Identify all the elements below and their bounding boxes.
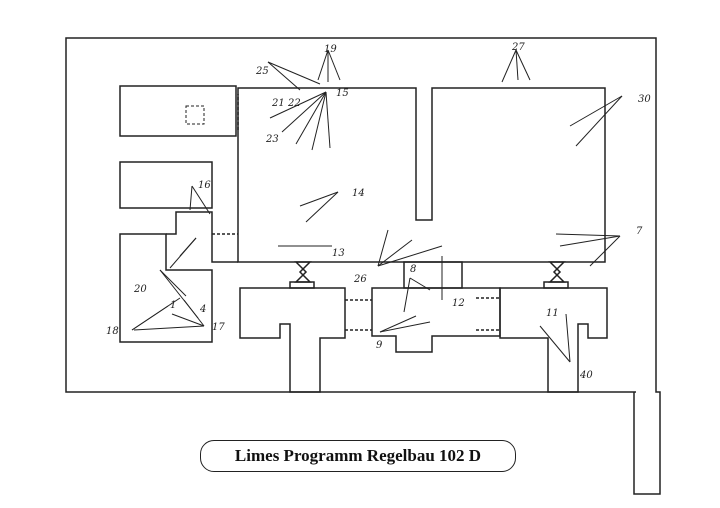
- label-17: 17: [212, 322, 225, 333]
- support-right: [548, 261, 566, 283]
- label-20: 20: [133, 284, 147, 295]
- label-30: 30: [638, 94, 651, 105]
- label-4: 4: [199, 304, 206, 315]
- main-room-wall: [237, 87, 606, 263]
- label-15: 15: [336, 88, 349, 99]
- lower-left-block: [239, 287, 346, 393]
- label-40: 40: [579, 370, 593, 381]
- label-22: 22: [287, 98, 301, 109]
- label-8: 8: [410, 264, 416, 275]
- label-18: 18: [106, 326, 119, 337]
- label-23: 23: [265, 134, 279, 145]
- lower-right-block: [499, 287, 608, 393]
- label-9: 9: [376, 340, 383, 351]
- dashed-box: [185, 105, 205, 125]
- label-7: 7: [636, 226, 643, 237]
- left-top-room: [119, 85, 237, 137]
- label-12: 12: [452, 298, 465, 309]
- label-11: 11: [546, 308, 559, 319]
- label-21: 21: [271, 98, 285, 109]
- label-13: 13: [332, 248, 345, 259]
- center-step: [403, 261, 463, 289]
- left-connector: [166, 211, 238, 263]
- left-middle-room: [119, 161, 213, 209]
- caption-text: Limes Programm Regelbau 102 D: [234, 446, 482, 465]
- label-1: 1: [170, 300, 176, 311]
- label-14: 14: [352, 188, 365, 199]
- label-16: 16: [198, 180, 211, 191]
- lower-center-block: [371, 287, 501, 353]
- label-19: 19: [324, 44, 337, 55]
- label-27: 27: [511, 42, 525, 53]
- label-26: 26: [353, 274, 367, 285]
- outer-frame: [65, 37, 661, 495]
- support-left: [294, 261, 312, 283]
- drawing-caption: Limes Programm Regelbau 102 D: [200, 440, 516, 472]
- label-25: 25: [255, 66, 269, 77]
